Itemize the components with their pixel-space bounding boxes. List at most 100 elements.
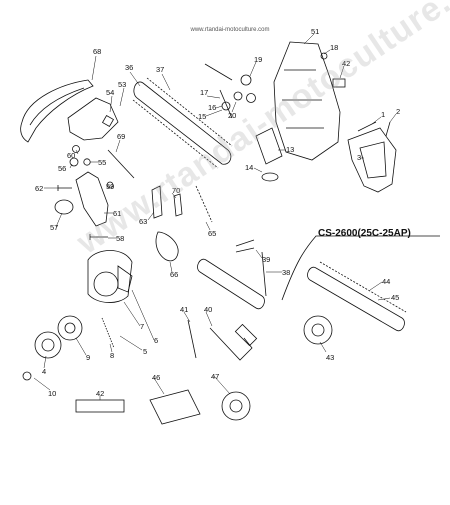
part-drawings [20, 41, 440, 425]
saw-chain [132, 77, 233, 169]
spool-47-inner [229, 399, 243, 413]
callout-70: 70 [172, 186, 180, 195]
nut-55 [83, 158, 91, 166]
callout-45: 45 [391, 293, 399, 302]
bracket-38 [261, 251, 267, 297]
main-body [273, 41, 341, 161]
callout-7: 7 [140, 322, 144, 331]
callout-16: 16 [208, 103, 216, 112]
callout-39: 39 [262, 255, 270, 264]
callout-9: 9 [86, 353, 90, 362]
bar-38 [197, 258, 265, 310]
callout-36: 36 [125, 63, 133, 72]
callout-41: 41 [180, 305, 188, 314]
callout-38: 38 [282, 268, 290, 277]
chain-39 [235, 239, 255, 253]
nut-60 [72, 145, 80, 153]
callout-66: 66 [170, 270, 178, 279]
kit-sprocket-43 [303, 315, 333, 345]
callout-20: 20 [228, 111, 236, 120]
screw-17 [204, 63, 233, 81]
filter-13 [255, 127, 283, 165]
callout-57: 57 [50, 223, 58, 232]
sprocket-9-inner [64, 322, 76, 334]
drum-4-inner [41, 338, 55, 352]
kit-sprocket-43-inner [311, 323, 325, 337]
callout-42-top: 42 [342, 59, 350, 68]
brake-plate [75, 171, 109, 227]
ring-20 [233, 91, 243, 101]
callout-44: 44 [382, 277, 390, 286]
rod-15 [219, 89, 233, 119]
callout-17: 17 [200, 88, 208, 97]
washer-56 [69, 157, 79, 167]
screwdriver-41 [187, 319, 197, 359]
callout-69: 69 [117, 132, 125, 141]
spring-8 [101, 317, 115, 349]
cap-19b [246, 93, 256, 103]
callout-46: 46 [152, 373, 160, 382]
callout-56: 56 [58, 164, 66, 173]
kit-chain-44 [319, 261, 407, 313]
callout-51: 51 [311, 27, 319, 36]
spool-47 [221, 391, 251, 421]
filter-14 [261, 172, 279, 182]
callout-40: 40 [204, 305, 212, 314]
kit-model-label: CS-2600(25C-25AP) [318, 228, 411, 239]
wrench-40 [209, 327, 253, 361]
part-1 [357, 121, 377, 132]
callout-42-bottom: 42 [96, 389, 104, 398]
callout-14: 14 [245, 163, 253, 172]
wrench-40-head [234, 323, 258, 347]
band-66 [155, 231, 179, 262]
cover-nut [101, 114, 115, 128]
callout-19: 19 [254, 55, 262, 64]
washer-10 [22, 371, 32, 381]
clutch-cover [67, 97, 119, 141]
stud-69 [107, 149, 135, 179]
callout-61: 61 [113, 209, 121, 218]
callout-62: 62 [35, 184, 43, 193]
callout-58: 58 [116, 234, 124, 243]
drum-7 [93, 271, 119, 297]
cap-19 [240, 74, 252, 86]
guide-plate-63 [151, 185, 163, 219]
callout-10: 10 [48, 389, 56, 398]
bolt-18 [320, 52, 328, 60]
handle-inner [359, 141, 387, 179]
callout-3: 3 [357, 153, 361, 162]
label-42a [332, 78, 346, 88]
bar-cover-inner [29, 87, 85, 126]
kit-panel [281, 235, 440, 301]
guide-70 [173, 193, 183, 217]
callout-63: 63 [139, 217, 147, 226]
clutch-housing [87, 250, 133, 303]
callout-55: 55 [98, 158, 106, 167]
strip-65 [195, 185, 213, 223]
file-46 [149, 389, 201, 425]
label-42b [75, 399, 125, 413]
callout-68: 68 [93, 47, 101, 56]
callout-8: 8 [110, 351, 114, 360]
shoe-6 [117, 265, 133, 293]
sprocket-9 [57, 315, 83, 341]
drum-4 [34, 331, 62, 359]
callout-53: 53 [118, 80, 126, 89]
callout-60: 60 [67, 151, 75, 160]
callout-labels: 68 36 37 53 54 69 60 56 55 62 61 57 58 5… [35, 27, 400, 398]
leader-lines [33, 33, 397, 400]
callout-4: 4 [42, 367, 46, 376]
kit-bar [307, 266, 405, 332]
main-body-detail [282, 69, 324, 129]
screw-2 [385, 121, 391, 137]
callout-65: 65 [208, 229, 216, 238]
callout-1: 1 [381, 110, 385, 119]
bolt-62 [57, 185, 72, 191]
site-url: www.rtandai-motoculture.com [190, 27, 270, 33]
callout-47: 47 [211, 372, 219, 381]
washer-59 [106, 181, 114, 189]
bar-cover [20, 79, 94, 143]
callout-54: 54 [106, 88, 114, 97]
callout-6: 6 [154, 336, 158, 345]
